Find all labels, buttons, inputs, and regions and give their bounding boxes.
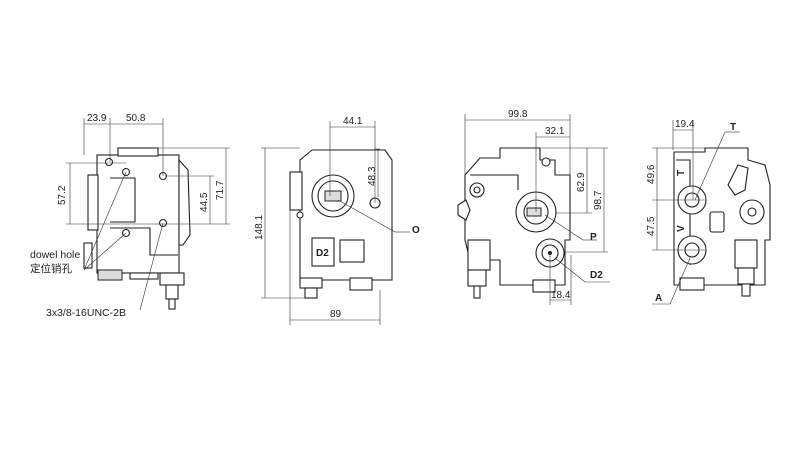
port-o-label: O [412,225,420,236]
plate-d2: D2 [316,248,329,259]
label-dowel-hole: dowel hole [30,249,80,261]
port-d2-label: D2 [590,270,603,281]
dim-148-1: 148.1 [254,215,265,240]
port-p-label: P [590,232,597,243]
view-front: D2 44.1 48.3 148.1 89 O [254,116,420,325]
dim-44-5: 44.5 [199,192,210,212]
dim-57-2: 57.2 [57,185,68,205]
label-dowel-hole-cn: 定位销孔 [30,262,72,275]
dim-48-3: 48.3 [367,166,378,186]
dim-19-4: 19.4 [675,119,695,130]
dim-71-7: 71.7 [215,180,226,200]
mark-t: T [676,170,687,176]
label-thread-spec: 3x3/8-16UNC-2B [46,307,126,319]
mark-v: V [676,225,687,232]
dim-50-8: 50.8 [126,113,146,124]
dim-62-9: 62.9 [576,172,587,192]
port-a-label: A [655,293,662,304]
dim-44-1: 44.1 [343,116,363,127]
dim-23-9: 23.9 [87,113,107,124]
dim-89: 89 [330,309,342,320]
dim-47-5: 47.5 [646,216,657,236]
view-right-side: T V 19.4 49.6 47.5 T A [646,119,771,305]
dim-18-4: 18.4 [551,290,571,301]
dim-49-6: 49.6 [646,164,657,184]
view-rear: 99.8 32.1 62.9 98.7 18.4 P D2 [457,109,610,305]
dim-32-1: 32.1 [545,126,565,137]
port-t-label: T [730,122,736,133]
dim-99-8: 99.8 [508,109,528,120]
view-left-side: 23.9 50.8 57.2 44.5 71.7 dowel hole 定位销孔… [30,113,230,319]
dim-98-7: 98.7 [593,190,604,210]
